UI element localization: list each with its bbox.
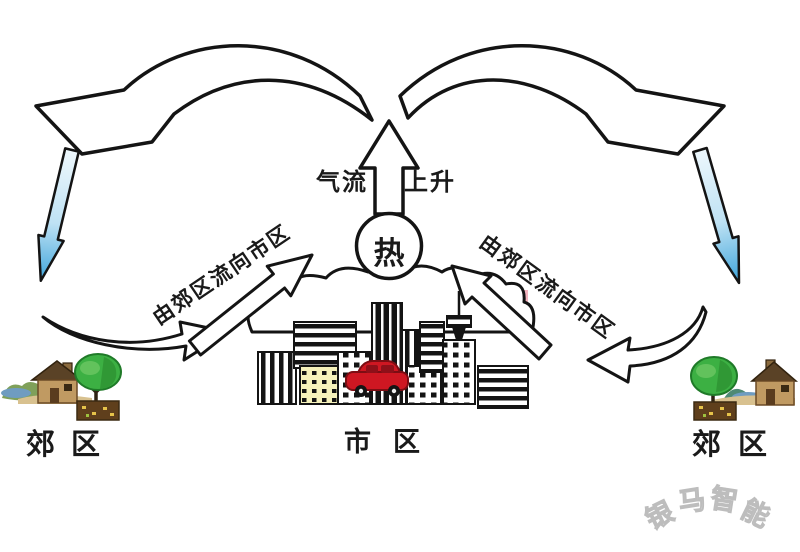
left-surface-flow-arrow [41,253,314,362]
watermark-char: 银 [640,496,679,537]
heat-label: 热 [373,236,405,272]
airflow-label: 气流 [316,168,368,196]
watermark-char: 智 [708,483,741,519]
left-tree [74,353,122,403]
car-illustration [345,360,409,397]
watermark: 银 马 智 能 [640,478,785,537]
tv-tower [442,291,476,405]
left-sinking-air-arrow [37,147,81,283]
right-house [749,359,799,406]
left-house [29,360,85,404]
suburb-left-label: 郊区 [26,427,117,461]
rise-label: 上升 [404,168,456,196]
right-ground-speckles [699,406,731,417]
right-sinking-air-arrow [692,146,741,285]
updraft-arrow [358,119,420,216]
watermark-char: 马 [676,484,709,520]
left-suburb-illustration [1,353,122,421]
watermark-char: 能 [736,494,775,535]
right-suburb-illustration [690,356,799,421]
suburb-right-label: 郊区 [692,427,785,461]
right-return-arc-arrow [398,44,726,156]
heat-circle [354,211,424,281]
right-surface-flow-arrow [450,264,708,384]
left-return-arc-arrow [34,44,374,156]
urban-area-label: 市区 [344,427,442,458]
left-ground-speckles [82,406,114,417]
right-tree [690,356,738,403]
city-buildings-illustration [257,291,529,409]
